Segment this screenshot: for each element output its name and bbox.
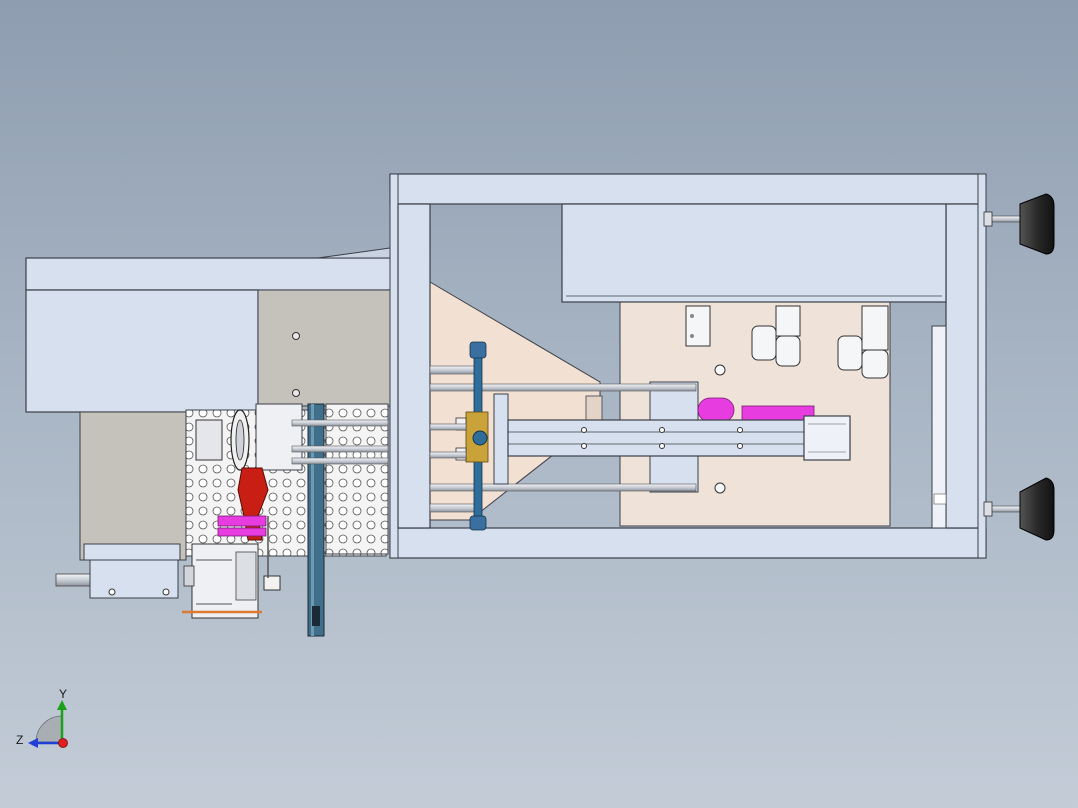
magenta-bar	[741, 405, 815, 421]
short-rod	[429, 423, 467, 431]
tube-screw	[581, 427, 587, 433]
valve-coil	[775, 335, 801, 367]
triad-arc	[35, 715, 63, 743]
guide-rod	[429, 503, 481, 513]
perforated-plate-right	[325, 403, 389, 555]
short-rod	[429, 451, 467, 459]
inner-side-panel	[931, 325, 947, 529]
roller-housing	[195, 419, 223, 461]
solenoid-valves	[685, 305, 889, 494]
foot-nut	[983, 501, 993, 517]
slider-cap-bottom	[469, 515, 487, 531]
magenta-block	[217, 527, 267, 537]
orientation-triad[interactable]: Y Z	[16, 687, 68, 748]
slider-cap-top	[469, 341, 487, 359]
left-top-cover	[25, 257, 393, 291]
foot-pad	[1019, 193, 1055, 255]
lower-body-base	[83, 543, 181, 561]
foot-pad	[1019, 477, 1055, 541]
small-fitting	[263, 575, 281, 591]
cylinder-tube	[507, 419, 809, 457]
magenta-sensor-disc	[697, 397, 735, 423]
cylinder-detail	[235, 551, 257, 601]
guide-rod	[429, 365, 481, 375]
cylinder-cap	[183, 565, 195, 587]
frame-left-post	[389, 173, 399, 559]
upper-rod	[291, 445, 389, 453]
vertical-guide-bar	[307, 403, 325, 637]
leveling-feet	[983, 193, 1055, 541]
left-cover-transition	[317, 247, 391, 259]
tube-screw	[581, 443, 587, 449]
pneumatic-fitting	[714, 364, 726, 376]
pneumatic-fitting	[714, 482, 726, 494]
inner-side-slot	[933, 493, 947, 505]
z-axis-label: Z	[16, 733, 23, 747]
guide-rod	[429, 483, 697, 492]
tube-screw	[737, 443, 743, 449]
mount-screw	[292, 389, 300, 397]
frame-bottom-beam	[389, 527, 987, 559]
tube-screw	[737, 427, 743, 433]
mount-screw	[292, 332, 300, 340]
y-axis-label: Y	[59, 687, 67, 701]
valve-body	[861, 305, 889, 351]
valve-body	[775, 305, 801, 337]
frame-right-endplate	[977, 173, 987, 559]
left-feeder-assembly	[25, 247, 393, 637]
guide-bar-slot	[312, 606, 320, 626]
z-axis-arrow	[28, 738, 38, 748]
tube-screw	[659, 427, 665, 433]
blue-knob	[472, 430, 488, 446]
frame-left-column	[397, 203, 431, 529]
gray-mount-plate	[257, 289, 391, 407]
left-housing-box	[25, 289, 259, 413]
valve-body	[685, 305, 711, 347]
y-axis-arrow	[57, 700, 67, 710]
frame-right-column	[945, 203, 981, 529]
actuator-port	[162, 588, 170, 596]
actuator-port	[108, 588, 116, 596]
upper-control-box	[561, 203, 947, 303]
cylinder-end-cap	[803, 415, 851, 461]
lower-gray-body	[79, 411, 187, 561]
slide-plate	[493, 393, 509, 485]
upper-rod	[291, 457, 389, 465]
foot-nut	[983, 211, 993, 227]
valve-screw	[690, 334, 694, 338]
tube-screw	[659, 443, 665, 449]
upper-rod	[291, 419, 389, 427]
central-actuator	[429, 341, 851, 531]
valve-coil	[751, 325, 777, 361]
triad-origin	[58, 738, 68, 748]
valve-coil	[837, 335, 863, 371]
valve-screw	[690, 314, 694, 318]
valve-coil	[861, 349, 889, 379]
wedge-tab	[585, 395, 603, 421]
roller-wheel-inner	[235, 419, 245, 461]
guide-rod	[429, 383, 697, 392]
frame-top-beam	[389, 173, 981, 205]
magenta-block	[217, 515, 267, 527]
guide-bar-highlight	[311, 404, 314, 636]
